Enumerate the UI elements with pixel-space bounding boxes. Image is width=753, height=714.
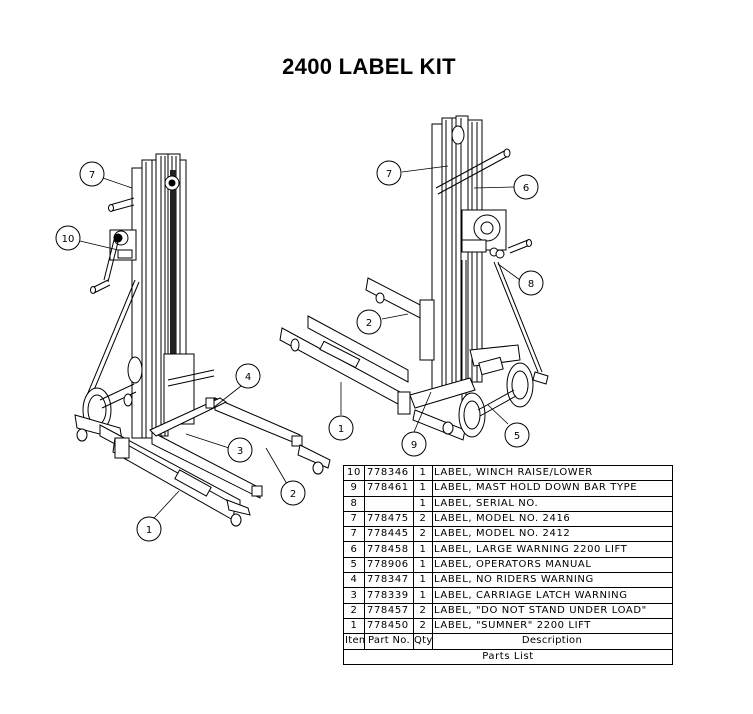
svg-text:1: 1 [146, 525, 152, 536]
right-lift-drawing [279, 115, 549, 441]
item-cell: 3 [343, 587, 365, 604]
column-header-item: Item [343, 633, 365, 650]
svg-text:7: 7 [89, 170, 95, 181]
callout-7-right: 7 [376, 160, 402, 186]
qty-cell: 1 [413, 495, 433, 512]
callout-4-left: 4 [235, 363, 261, 389]
table-row: 6 778458 1 LABEL, LARGE WARNING 2200 LIF… [343, 541, 673, 558]
part-no-cell [364, 495, 414, 512]
part-no-cell: 778458 [364, 541, 414, 558]
description-cell: LABEL, WINCH RAISE/LOWER [432, 464, 673, 482]
table-header-row: Item Part No. Qty Description [343, 633, 673, 650]
item-cell: 2 [343, 602, 365, 619]
description-cell: LABEL, MODEL NO. 2412 [432, 526, 673, 543]
callout-8-right: 8 [518, 270, 544, 296]
qty-cell: 2 [413, 510, 433, 528]
svg-text:9: 9 [411, 440, 417, 451]
svg-text:1: 1 [338, 424, 344, 435]
item-cell: 7 [343, 526, 365, 543]
qty-cell: 1 [413, 572, 433, 589]
part-no-cell: 778461 [364, 480, 414, 497]
description-cell: LABEL, MODEL NO. 2416 [432, 510, 673, 528]
svg-text:10: 10 [62, 234, 75, 245]
item-cell: 9 [343, 480, 365, 497]
svg-text:6: 6 [523, 183, 529, 194]
callout-6-right: 6 [513, 174, 539, 200]
table-row: 10 778346 1 LABEL, WINCH RAISE/LOWER [343, 464, 673, 482]
callout-9-right: 9 [401, 431, 427, 457]
table-row: 8 1 LABEL, SERIAL NO. [343, 495, 673, 512]
description-cell: LABEL, CARRIAGE LATCH WARNING [432, 587, 673, 604]
table-row: 2 778457 2 LABEL, "DO NOT STAND UNDER LO… [343, 602, 673, 619]
item-cell: 7 [343, 510, 365, 528]
qty-cell: 2 [413, 617, 433, 635]
description-cell: LABEL, "SUMNER" 2200 LIFT [432, 617, 673, 635]
table-row: 7 778475 2 LABEL, MODEL NO. 2416 [343, 510, 673, 528]
left-lift-callouts: 7 10 4 3 2 1 [55, 161, 306, 542]
left-lift-drawing [74, 153, 331, 527]
svg-text:2: 2 [290, 489, 296, 500]
column-header-part-no: Part No. [364, 633, 414, 650]
table-row: 5 778906 1 LABEL, OPERATORS MANUAL [343, 556, 673, 574]
item-cell: 1 [343, 617, 365, 635]
callout-7-left: 7 [79, 161, 105, 187]
parts-list-table: 10 778346 1 LABEL, WINCH RAISE/LOWER 9 7… [343, 464, 673, 665]
table-row: 4 778347 1 LABEL, NO RIDERS WARNING [343, 572, 673, 589]
qty-cell: 1 [413, 556, 433, 574]
column-header-description: Description [432, 633, 673, 650]
right-lift-callouts: 7 6 8 2 1 9 5 [328, 160, 544, 457]
callout-1-right: 1 [328, 415, 354, 441]
callout-5-right: 5 [504, 422, 530, 448]
part-no-cell: 778457 [364, 602, 414, 619]
description-cell: LABEL, LARGE WARNING 2200 LIFT [432, 541, 673, 558]
qty-cell: 1 [413, 464, 433, 482]
qty-cell: 1 [413, 541, 433, 558]
callout-10-left: 10 [55, 225, 81, 251]
table-row: 9 778461 1 LABEL, MAST HOLD DOWN BAR TYP… [343, 480, 673, 497]
table-row: 3 778339 1 LABEL, CARRIAGE LATCH WARNING [343, 587, 673, 604]
item-cell: 5 [343, 556, 365, 574]
parts-list-caption: Parts List [343, 648, 673, 665]
part-no-cell: 778450 [364, 617, 414, 635]
svg-text:2: 2 [366, 318, 372, 329]
svg-text:5: 5 [514, 431, 520, 442]
item-cell: 4 [343, 572, 365, 589]
qty-cell: 2 [413, 526, 433, 543]
part-no-cell: 778346 [364, 464, 414, 482]
description-cell: LABEL, MAST HOLD DOWN BAR TYPE [432, 480, 673, 497]
callout-1-left: 1 [136, 516, 162, 542]
svg-text:8: 8 [528, 279, 534, 290]
item-cell: 8 [343, 495, 365, 512]
part-no-cell: 778445 [364, 526, 414, 543]
page-title: 2400 LABEL KIT [282, 54, 456, 79]
description-cell: LABEL, OPERATORS MANUAL [432, 556, 673, 574]
table-caption-row: Parts List [343, 648, 673, 665]
part-no-cell: 778475 [364, 510, 414, 528]
part-no-cell: 778347 [364, 572, 414, 589]
qty-cell: 1 [413, 587, 433, 604]
description-cell: LABEL, SERIAL NO. [432, 495, 673, 512]
callout-2-right: 2 [356, 309, 382, 335]
svg-text:7: 7 [386, 169, 392, 180]
description-cell: LABEL, "DO NOT STAND UNDER LOAD" [432, 602, 673, 619]
callout-2-left: 2 [280, 480, 306, 506]
item-cell: 6 [343, 541, 365, 558]
svg-text:3: 3 [237, 446, 243, 457]
qty-cell: 2 [413, 602, 433, 619]
part-no-cell: 778906 [364, 556, 414, 574]
table-row: 7 778445 2 LABEL, MODEL NO. 2412 [343, 526, 673, 543]
description-cell: LABEL, NO RIDERS WARNING [432, 572, 673, 589]
part-no-cell: 778339 [364, 587, 414, 604]
qty-cell: 1 [413, 480, 433, 497]
item-cell: 10 [343, 464, 365, 482]
table-row: 1 778450 2 LABEL, "SUMNER" 2200 LIFT [343, 617, 673, 635]
svg-text:4: 4 [245, 372, 251, 383]
column-header-qty: Qty [413, 633, 433, 650]
callout-leaders [79, 165, 521, 519]
callout-3-left: 3 [227, 437, 253, 463]
